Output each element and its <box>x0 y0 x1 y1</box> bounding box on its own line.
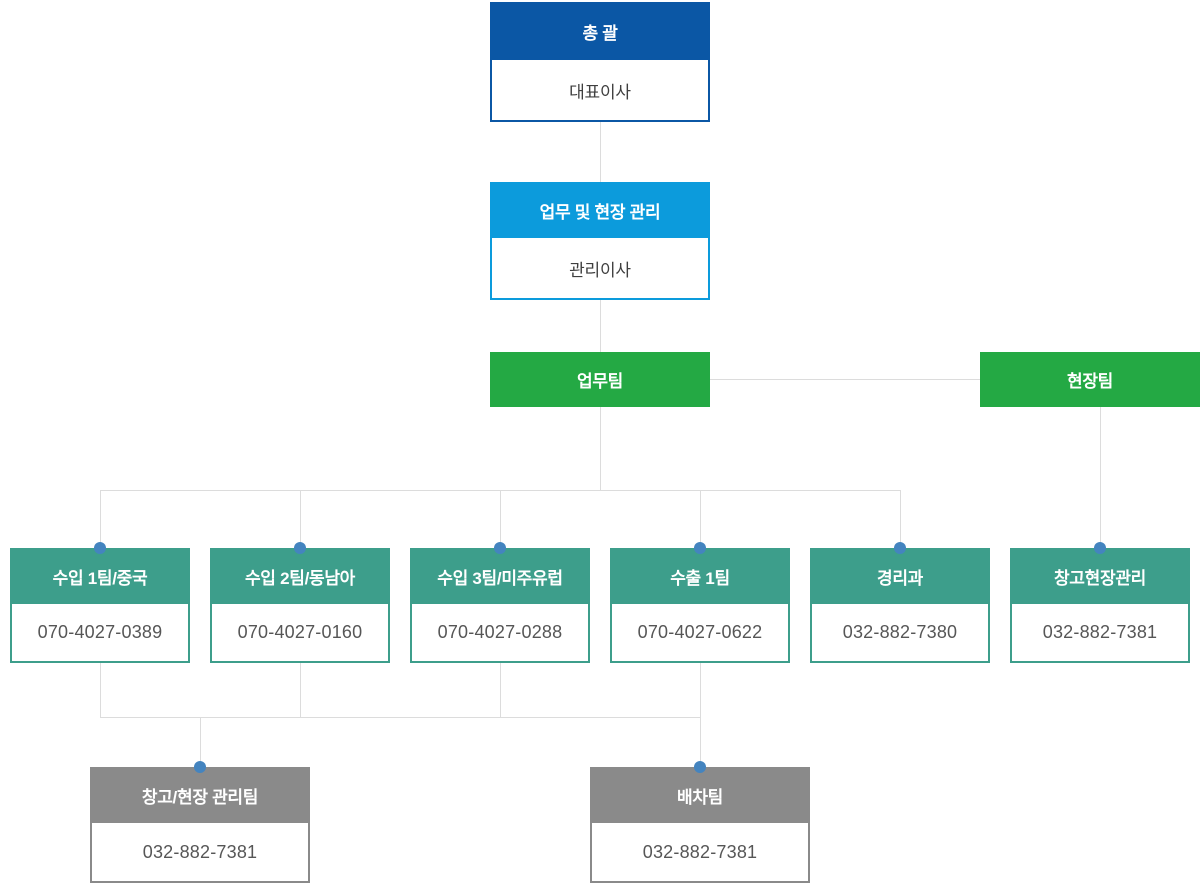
org-node-import-team-1-label: 수입 1팀/중국 <box>10 548 190 604</box>
org-node-export-team-1-phone: 070-4027-0622 <box>610 604 790 663</box>
connector-line <box>100 663 101 717</box>
org-node-dispatch-team-label: 배차팀 <box>590 767 810 823</box>
org-node-business-team: 업무팀 <box>490 352 710 407</box>
connector-dot <box>1094 542 1106 554</box>
org-node-dispatch-team: 배차팀 032-882-7381 <box>590 767 810 883</box>
connector-line <box>600 300 601 352</box>
connector-line <box>600 120 601 182</box>
connector-dot <box>94 542 106 554</box>
connector-line <box>300 663 301 717</box>
org-node-import-team-2-phone: 070-4027-0160 <box>210 604 390 663</box>
connector-dot <box>694 761 706 773</box>
org-node-director-role: 업무 및 현장 관리 <box>490 182 710 238</box>
connector-line <box>600 407 601 490</box>
connector-line <box>100 490 101 548</box>
org-node-import-team-1: 수입 1팀/중국 070-4027-0389 <box>10 548 190 663</box>
org-node-accounting-label: 경리과 <box>810 548 990 604</box>
org-node-ceo-name: 대표이사 <box>490 60 710 122</box>
org-node-warehouse-site-mgmt-phone: 032-882-7381 <box>1010 604 1190 663</box>
connector-dot <box>694 542 706 554</box>
org-node-warehouse-site-team-phone: 032-882-7381 <box>90 823 310 883</box>
connector-dot <box>194 761 206 773</box>
connector-line <box>700 717 701 767</box>
org-node-ceo: 총 괄 대표이사 <box>490 2 710 122</box>
connector-line <box>710 379 980 380</box>
connector-dot <box>894 542 906 554</box>
connector-line <box>500 663 501 717</box>
connector-line <box>300 490 301 548</box>
org-node-field-team: 현장팀 <box>980 352 1200 407</box>
org-node-export-team-1: 수출 1팀 070-4027-0622 <box>610 548 790 663</box>
connector-line <box>500 490 501 548</box>
org-node-import-team-1-phone: 070-4027-0389 <box>10 604 190 663</box>
org-node-import-team-2-label: 수입 2팀/동남아 <box>210 548 390 604</box>
org-node-director: 업무 및 현장 관리 관리이사 <box>490 182 710 300</box>
org-node-director-name: 관리이사 <box>490 238 710 300</box>
org-node-export-team-1-label: 수출 1팀 <box>610 548 790 604</box>
connector-line <box>700 663 701 717</box>
org-node-warehouse-site-mgmt-label: 창고현장관리 <box>1010 548 1190 604</box>
connector-line <box>900 490 901 548</box>
org-node-ceo-role: 총 괄 <box>490 2 710 60</box>
connector-dot <box>294 542 306 554</box>
org-node-import-team-2: 수입 2팀/동남아 070-4027-0160 <box>210 548 390 663</box>
org-node-accounting: 경리과 032-882-7380 <box>810 548 990 663</box>
connector-line <box>200 717 201 767</box>
org-node-import-team-3: 수입 3팀/미주유럽 070-4027-0288 <box>410 548 590 663</box>
connector-line <box>1100 407 1101 548</box>
org-node-business-team-label: 업무팀 <box>490 352 710 407</box>
connector-line <box>700 490 701 548</box>
org-node-field-team-label: 현장팀 <box>980 352 1200 407</box>
org-node-warehouse-site-team: 창고/현장 관리팀 032-882-7381 <box>90 767 310 883</box>
org-node-import-team-3-label: 수입 3팀/미주유럽 <box>410 548 590 604</box>
org-node-warehouse-site-mgmt: 창고현장관리 032-882-7381 <box>1010 548 1190 663</box>
org-node-import-team-3-phone: 070-4027-0288 <box>410 604 590 663</box>
org-node-dispatch-team-phone: 032-882-7381 <box>590 823 810 883</box>
connector-line <box>100 717 701 718</box>
org-node-warehouse-site-team-label: 창고/현장 관리팀 <box>90 767 310 823</box>
org-node-accounting-phone: 032-882-7380 <box>810 604 990 663</box>
connector-dot <box>494 542 506 554</box>
